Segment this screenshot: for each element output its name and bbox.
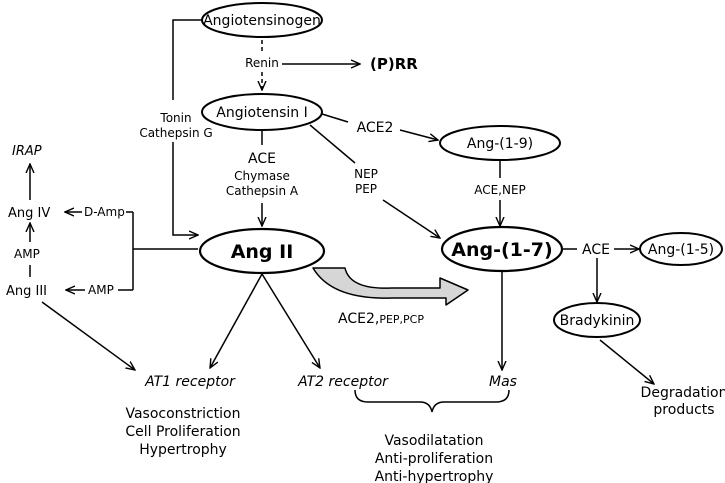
effect-at1-2: Cell Proliferation bbox=[125, 424, 240, 440]
edge-ai-ace2-right bbox=[399, 129, 438, 140]
edge-ai-nep-top bbox=[309, 124, 356, 164]
angiotensinogen-label: Angiotensinogen bbox=[203, 13, 321, 29]
degradation-label-1: Degradation bbox=[641, 385, 725, 401]
effect-protective-1: Vasodilatation bbox=[384, 433, 483, 449]
edge-angiii-at1 bbox=[41, 301, 135, 370]
node-ang-1-9: Ang-(1-9) bbox=[439, 125, 561, 161]
angiotensin-i-label: Angiotensin I bbox=[216, 105, 307, 121]
node-angiotensinogen: Angiotensinogen bbox=[201, 2, 323, 38]
pep-pcp-label: PEP,PCP bbox=[379, 313, 424, 326]
mas-label: Mas bbox=[489, 374, 517, 390]
edge-bradykinin-degradation bbox=[599, 339, 654, 384]
effect-protective-2: Anti-proliferation bbox=[375, 451, 493, 467]
effect-at1-1: Vasoconstriction bbox=[125, 406, 240, 422]
edge-tonin-path-bottom bbox=[172, 142, 198, 235]
bradykinin-label: Bradykinin bbox=[560, 313, 635, 329]
at2-receptor-label: AT2 receptor bbox=[297, 374, 389, 390]
ang-1-9-label: Ang-(1-9) bbox=[467, 136, 533, 152]
ang-iii-label: Ang III bbox=[6, 284, 47, 299]
ace2-bottom-label: ACE2,PEP,PCP bbox=[338, 311, 424, 327]
cathepsin-g-label: Cathepsin G bbox=[139, 126, 212, 140]
pep-label: PEP bbox=[355, 182, 377, 196]
effect-protective-3: Anti-hypertrophy bbox=[375, 469, 494, 483]
edge-ai-nep-bottom bbox=[382, 199, 440, 238]
ang-1-5-label: Ang-(1-5) bbox=[648, 242, 714, 258]
node-angiotensin-i: Angiotensin I bbox=[201, 93, 323, 131]
ace2-bottom-main: ACE2, bbox=[338, 311, 379, 327]
node-bradykinin: Bradykinin bbox=[553, 302, 641, 338]
renin-label: Renin bbox=[245, 56, 279, 70]
cathepsin-a-label: Cathepsin A bbox=[226, 184, 299, 198]
node-ang-1-7: Ang-(1-7) bbox=[440, 225, 564, 273]
edge-ai-ace2-left bbox=[321, 113, 349, 123]
node-ang-1-5: Ang-(1-5) bbox=[639, 232, 723, 266]
d-amp-label: D-Amp bbox=[84, 205, 125, 219]
tonin-label: Tonin bbox=[159, 111, 191, 125]
amp-left-label: AMP bbox=[14, 247, 40, 261]
effect-at1-3: Hypertrophy bbox=[139, 442, 227, 458]
edge-angii-at2 bbox=[261, 273, 320, 368]
prr-label: (P)RR bbox=[370, 55, 418, 73]
edge-angii-at1 bbox=[210, 273, 263, 368]
irap-label: IRAP bbox=[12, 144, 42, 159]
curved-arrow-angii-to-a17 bbox=[312, 267, 469, 306]
node-ang-ii: Ang II bbox=[198, 227, 326, 275]
edge-tonin-path-top bbox=[172, 19, 202, 100]
brace-protective bbox=[354, 389, 510, 413]
ace-label: ACE bbox=[248, 151, 276, 167]
at1-receptor-label: AT1 receptor bbox=[144, 374, 236, 390]
ang-iv-label: Ang IV bbox=[8, 206, 50, 221]
ang-1-7-label: Ang-(1-7) bbox=[451, 239, 552, 261]
nep-label: NEP bbox=[354, 167, 378, 181]
chymase-label: Chymase bbox=[234, 169, 290, 183]
ace2-label: ACE2 bbox=[357, 120, 394, 136]
amp-right-label: AMP bbox=[88, 283, 114, 297]
ace-right-label: ACE bbox=[582, 242, 610, 258]
ace-nep-label: ACE,NEP bbox=[474, 183, 526, 197]
degradation-label-2: products bbox=[653, 402, 714, 418]
ang-ii-label: Ang II bbox=[231, 241, 294, 263]
